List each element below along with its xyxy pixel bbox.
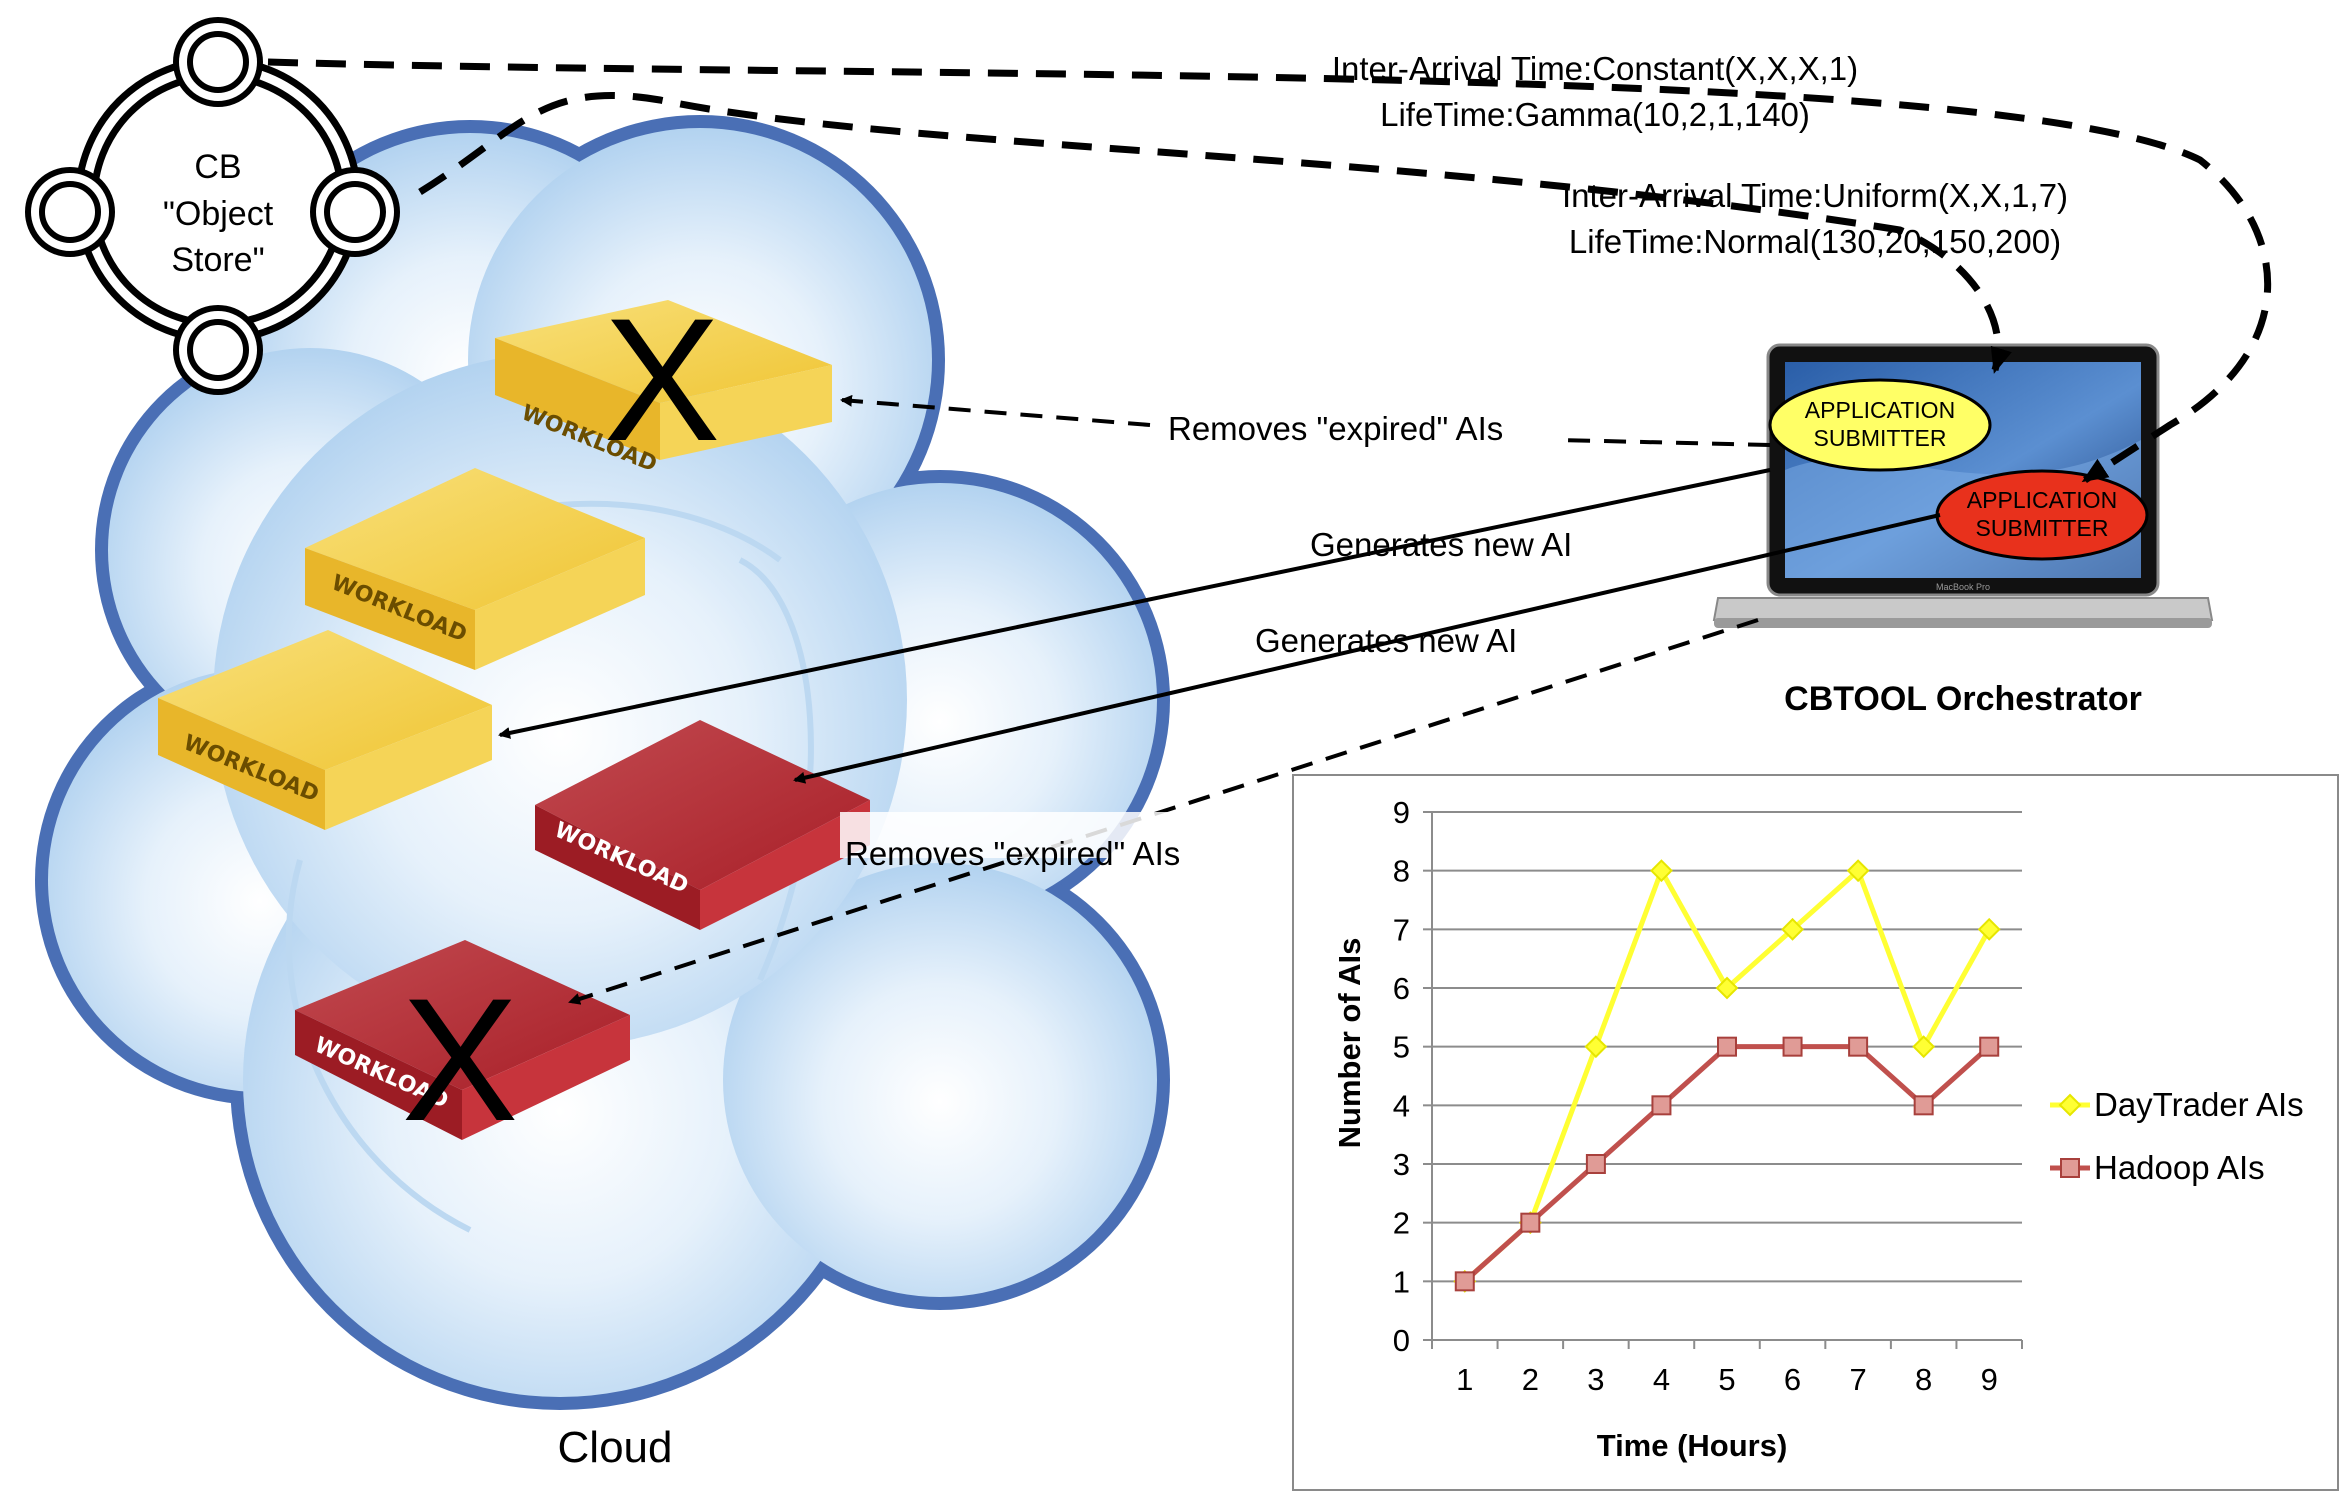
chart-data-point [1651,1095,1672,1116]
workload-box-red: WORKLOAD [535,720,870,930]
chart-y-tick-label: 0 [1393,1323,1410,1358]
chart-data-point [1977,917,2001,941]
chart-y-tick-label: 4 [1393,1088,1410,1123]
label-halo [1165,405,1555,451]
arrow-removes-expired-top [1559,438,1771,447]
submitter-label-line1: APPLICATION [1805,397,1955,423]
submitter-label-line2: SUBMITTER [1814,425,1947,451]
object-store-node-top [173,17,263,107]
chart-x-tick-label: 4 [1653,1362,1670,1397]
store-to-yellow-submitter-link [418,92,2012,374]
chart-x-tick-label: 5 [1718,1362,1735,1397]
param-text: Inter-Arrival Time:Constant(X,X,X,1) Lif… [1332,50,2068,260]
application-submitter-yellow: APPLICATION SUBMITTER [1768,378,1992,472]
chart-data-point [1650,859,1673,883]
cloud-label: Cloud [558,1423,673,1472]
param-yellow-lifetime: LifeTime:Normal(130,20,150,200) [1569,223,2061,260]
label-removes-expired-bottom: Removes "expired" AIs [845,835,1180,872]
chart-data-point [1520,1212,1541,1233]
submitter-label-line2: SUBMITTER [1976,515,2109,541]
chart-data-point [1912,1035,1936,1059]
param-red-lifetime: LifeTime:Gamma(10,2,1,140) [1380,96,1810,133]
workload-box-yellow-expired: WORKLOAD X [495,283,832,478]
chart-data-point [1585,1154,1606,1174]
chart-x-tick-label: 7 [1849,1362,1866,1397]
chart-data-point [1848,1036,1869,1057]
chart-data-point [1782,1036,1803,1057]
orchestrator-label: CBTOOL Orchestrator [1784,680,2142,718]
label-generates-new-ai-1: Generates new AI [1310,526,1572,563]
chart-data-point [1717,1036,1737,1057]
chart-y-tick-label: 8 [1393,854,1410,889]
chart-axes [1431,812,2022,1341]
object-store: CB "Object Store" [25,17,400,395]
workload-box-yellow: WORKLOAD [305,468,645,670]
object-store-node-bottom [173,305,263,395]
param-yellow-interarrival: Inter-Arrival Time:Uniform(X,X,1,7) [1562,177,2068,214]
label-generates-new-ai-2: Generates new AI [1255,622,1517,659]
label-halo [840,812,1230,858]
chart-x-tick-label: 1 [1456,1362,1473,1397]
chart-y-ticks: 0 1 2 3 4 5 6 7 8 9 [1393,795,1432,1358]
chart-y-tick-label: 7 [1393,912,1410,947]
chart-data-point [1454,1271,1475,1292]
chart-x-axis-label: Time (Hours) [1597,1428,1788,1463]
expired-x-mark: X [402,963,519,1158]
chart-data-point [1584,1035,1608,1059]
chart-x-tick-label: 9 [1981,1362,1998,1397]
chart-legend-label: DayTrader AIs [2094,1086,2304,1123]
store-to-red-submitter-link [267,58,2271,483]
label-removes-expired-top: Removes "expired" AIs [1168,410,1503,447]
object-store-node-left [25,167,115,257]
object-store-label-line1: CB [194,148,241,186]
submitter-label-line1: APPLICATION [1967,487,2117,513]
arrow-removes-expired-bottom [568,618,1759,1005]
chart-x-tick-label: 6 [1784,1362,1801,1397]
chart-legend-marker [2060,1158,2080,1178]
chart-x-tick-label: 3 [1587,1362,1604,1397]
arrow-generates-red [793,513,1941,784]
chart-data-point [1846,859,1870,883]
object-store-label-line2: "Object [163,195,274,233]
chart-data-point [1715,976,1739,1000]
chart-x-tick-label: 8 [1915,1362,1932,1397]
chart-y-tick-label: 6 [1393,971,1410,1006]
chart-legend-label: Hadoop AIs [2094,1149,2265,1186]
arrow-generates-yellow [498,468,1771,739]
chart-y-axis-label: Number of AIs [1332,938,1367,1149]
chart-data-point [1781,917,1804,941]
chart-series [1453,859,2001,1293]
object-store-node-right [310,167,400,257]
chart-border [1292,774,2339,1491]
chart-panel: 0 1 2 3 4 5 6 7 8 9 1 2 3 4 5 6 7 8 9 DayTrader AIsHadoop… [1292,774,2339,1491]
param-red-interarrival: Inter-Arrival Time:Constant(X,X,X,1) [1332,50,1858,87]
chart-data-point [1979,1036,2000,1057]
expired-x-mark: X [604,283,721,478]
chart-y-tick-label: 1 [1393,1264,1410,1299]
connectors [267,58,2271,1005]
object-store-label-line3: Store" [171,241,264,279]
arrow-removes-expired-top-head [840,394,1151,427]
laptop-brand: MacBook Pro [1936,582,1990,592]
application-submitter-red: APPLICATION SUBMITTER [1935,469,2149,561]
laptop: MacBook Pro APPLICATION SUBMITTER APPLIC… [1712,343,2214,718]
chart-legend-marker [2058,1093,2082,1117]
chart-x-ticks: 1 2 3 4 5 6 7 8 9 [1431,1340,2023,1397]
arrow-labels: Removes "expired" AIs Generates new AI G… [845,410,1572,872]
chart-y-tick-label: 2 [1393,1206,1410,1241]
chart-data-point [1913,1095,1934,1116]
chart-y-tick-label: 5 [1393,1030,1410,1065]
chart-y-tick-label: 9 [1393,795,1410,830]
chart-y-tick-label: 3 [1393,1147,1410,1182]
chart-x-tick-label: 2 [1522,1362,1539,1397]
